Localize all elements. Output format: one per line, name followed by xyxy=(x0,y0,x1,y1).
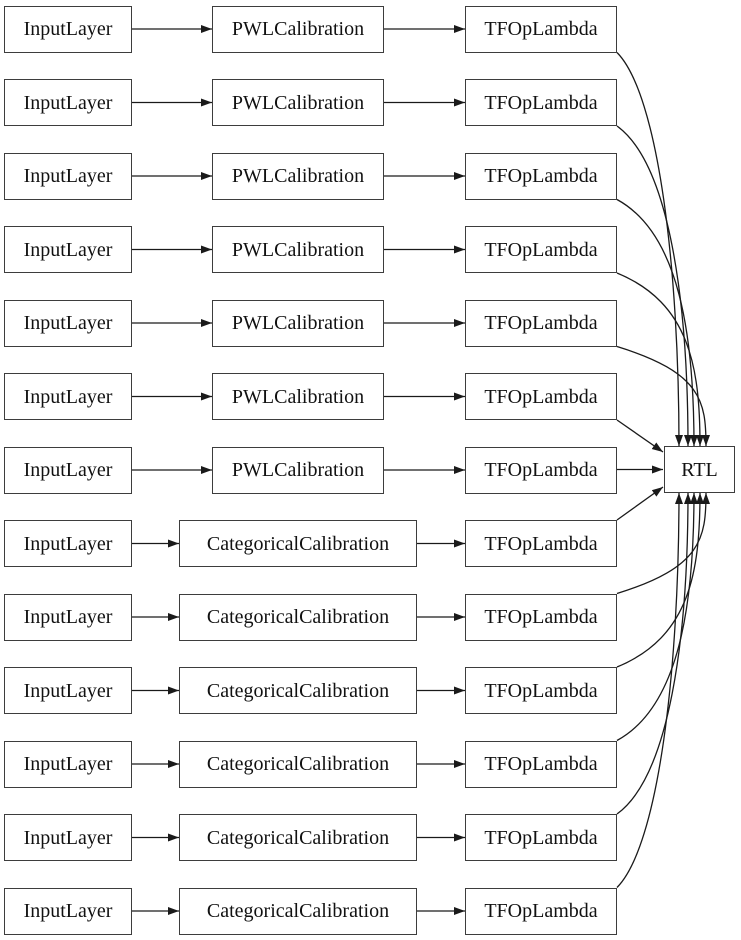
calibration-node-3: PWLCalibration xyxy=(212,152,384,200)
edge-lambda-to-rtl xyxy=(616,486,664,521)
edge-lambda-to-rtl xyxy=(616,419,664,453)
input-layer-node-11: InputLayer xyxy=(4,740,132,788)
edge-lambda-to-rtl xyxy=(616,492,704,668)
edge-lambda-to-rtl xyxy=(616,492,698,742)
calibration-node-6: PWLCalibration xyxy=(212,373,384,420)
input-layer-node-8: InputLayer xyxy=(4,520,132,567)
input-layer-node-6: InputLayer xyxy=(4,373,132,420)
lambda-node-12: TFOpLambda xyxy=(465,814,617,861)
input-layer-node-4: InputLayer xyxy=(4,226,132,273)
calibration-node-7: PWLCalibration xyxy=(212,446,384,494)
edge-lambda-to-rtl xyxy=(616,272,704,447)
calibration-node-8: CategoricalCalibration xyxy=(179,520,417,567)
input-layer-node-3: InputLayer xyxy=(4,152,132,200)
calibration-node-5: PWLCalibration xyxy=(212,299,384,347)
input-layer-node-9: InputLayer xyxy=(4,593,132,641)
calibration-node-9: CategoricalCalibration xyxy=(179,593,417,641)
edge-lambda-to-rtl xyxy=(616,52,683,447)
input-layer-node-13: InputLayer xyxy=(4,887,132,935)
input-layer-node-7: InputLayer xyxy=(4,446,132,494)
lambda-node-13: TFOpLambda xyxy=(465,887,617,935)
calibration-node-10: CategoricalCalibration xyxy=(179,667,417,714)
lambda-node-7: TFOpLambda xyxy=(465,446,617,494)
input-layer-node-5: InputLayer xyxy=(4,299,132,347)
edge-lambda-to-rtl xyxy=(616,492,710,595)
lambda-node-3: TFOpLambda xyxy=(465,152,617,200)
rtl-node: RTL xyxy=(664,446,735,493)
calibration-node-11: CategoricalCalibration xyxy=(179,740,417,788)
input-layer-node-12: InputLayer xyxy=(4,814,132,861)
edge-lambda-to-rtl xyxy=(616,345,710,447)
lambda-node-10: TFOpLambda xyxy=(465,667,617,714)
input-layer-node-1: InputLayer xyxy=(4,5,132,53)
lambda-node-6: TFOpLambda xyxy=(465,373,617,420)
lambda-node-4: TFOpLambda xyxy=(465,226,617,273)
edge-lambda-to-rtl xyxy=(616,492,692,815)
lambda-node-2: TFOpLambda xyxy=(465,79,617,126)
calibration-node-13: CategoricalCalibration xyxy=(179,887,417,935)
input-layer-node-2: InputLayer xyxy=(4,79,132,126)
calibration-node-12: CategoricalCalibration xyxy=(179,814,417,861)
calibration-node-2: PWLCalibration xyxy=(212,79,384,126)
edge-lambda-to-rtl xyxy=(616,125,692,447)
lambda-node-8: TFOpLambda xyxy=(465,520,617,567)
calibration-node-4: PWLCalibration xyxy=(212,226,384,273)
lambda-node-9: TFOpLambda xyxy=(465,593,617,641)
calibration-node-1: PWLCalibration xyxy=(212,5,384,53)
lambda-node-5: TFOpLambda xyxy=(465,299,617,347)
input-layer-node-10: InputLayer xyxy=(4,667,132,714)
edge-lambda-to-rtl xyxy=(616,198,698,447)
edge-lambda-to-rtl xyxy=(616,492,683,888)
lambda-node-11: TFOpLambda xyxy=(465,740,617,788)
lambda-node-1: TFOpLambda xyxy=(465,5,617,53)
